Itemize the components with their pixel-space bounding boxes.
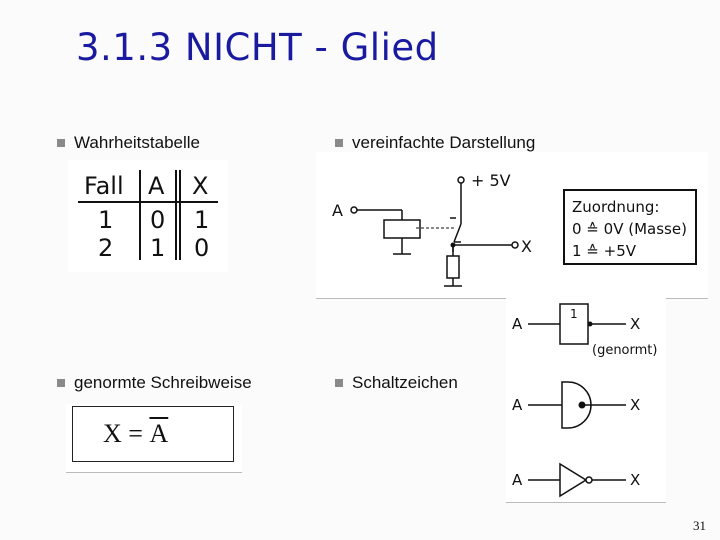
truth-table-panel: Fall A X 1 0 1 2 1 0 bbox=[68, 160, 228, 272]
output-label: X bbox=[521, 237, 532, 256]
bullet-truth-table: Wahrheitstabelle bbox=[57, 133, 200, 153]
formula-lhs: X = bbox=[103, 419, 150, 448]
th-fall: Fall bbox=[84, 172, 124, 200]
truth-table: Fall A X 1 0 1 2 1 0 bbox=[78, 170, 218, 262]
bullet-label: vereinfachte Darstellung bbox=[352, 133, 536, 152]
dshape-symbol-input: A bbox=[512, 396, 523, 414]
symbols-panel: A 1 X (genormt) A X A X bbox=[506, 298, 666, 503]
input-label: A bbox=[332, 201, 343, 220]
cell-r2-a: 1 bbox=[150, 234, 165, 262]
not-gate-symbols: A 1 X (genormt) A X A X bbox=[512, 303, 657, 498]
bullet-label: genormte Schreibweise bbox=[74, 373, 252, 392]
slide-title: 3.1.3 NICHT - Glied bbox=[76, 26, 439, 69]
box-symbol-output: X bbox=[630, 315, 640, 333]
formula-panel: X = A bbox=[66, 404, 242, 473]
standard-note: (genormt) bbox=[592, 343, 657, 358]
circuit-panel: + 5V X A Zuordnung: 0 ≙ 0V (Masse) 1 ≙ +… bbox=[316, 152, 708, 299]
page-number: 31 bbox=[693, 518, 706, 533]
supply-label: + 5V bbox=[471, 171, 511, 190]
triangle-symbol-output: X bbox=[630, 471, 640, 489]
th-x: X bbox=[192, 172, 208, 200]
cell-r2-fall: 2 bbox=[98, 234, 113, 262]
th-a: A bbox=[148, 172, 165, 200]
relay-circuit-diagram: + 5V X A Zuordnung: 0 ≙ 0V (Masse) 1 ≙ +… bbox=[332, 171, 697, 287]
bullet-square-icon bbox=[57, 379, 65, 387]
legend-line-2: 1 ≙ +5V bbox=[572, 242, 637, 260]
box-symbol-input: A bbox=[512, 315, 523, 333]
dshape-symbol-output: X bbox=[630, 396, 640, 414]
bullet-symbols: Schaltzeichen bbox=[335, 373, 458, 393]
bullet-notation: genormte Schreibweise bbox=[57, 373, 252, 393]
bullet-square-icon bbox=[335, 139, 343, 147]
bullet-label: Schaltzeichen bbox=[352, 373, 458, 392]
cell-r1-fall: 1 bbox=[98, 206, 113, 234]
cell-r2-x: 0 bbox=[194, 234, 209, 262]
legend-title: Zuordnung: bbox=[572, 198, 659, 216]
bullet-square-icon bbox=[57, 139, 65, 147]
legend-line-1: 0 ≙ 0V (Masse) bbox=[572, 220, 687, 238]
cell-r1-x: 1 bbox=[194, 206, 209, 234]
bullet-label: Wahrheitstabelle bbox=[74, 133, 200, 152]
box-symbol-label: 1 bbox=[570, 307, 578, 321]
triangle-symbol-input: A bbox=[512, 471, 523, 489]
cell-r1-a: 0 bbox=[150, 206, 165, 234]
bullet-simplified: vereinfachte Darstellung bbox=[335, 133, 535, 153]
formula-box: X = A bbox=[72, 406, 234, 462]
bullet-square-icon bbox=[335, 379, 343, 387]
formula-rhs: A bbox=[149, 419, 169, 448]
